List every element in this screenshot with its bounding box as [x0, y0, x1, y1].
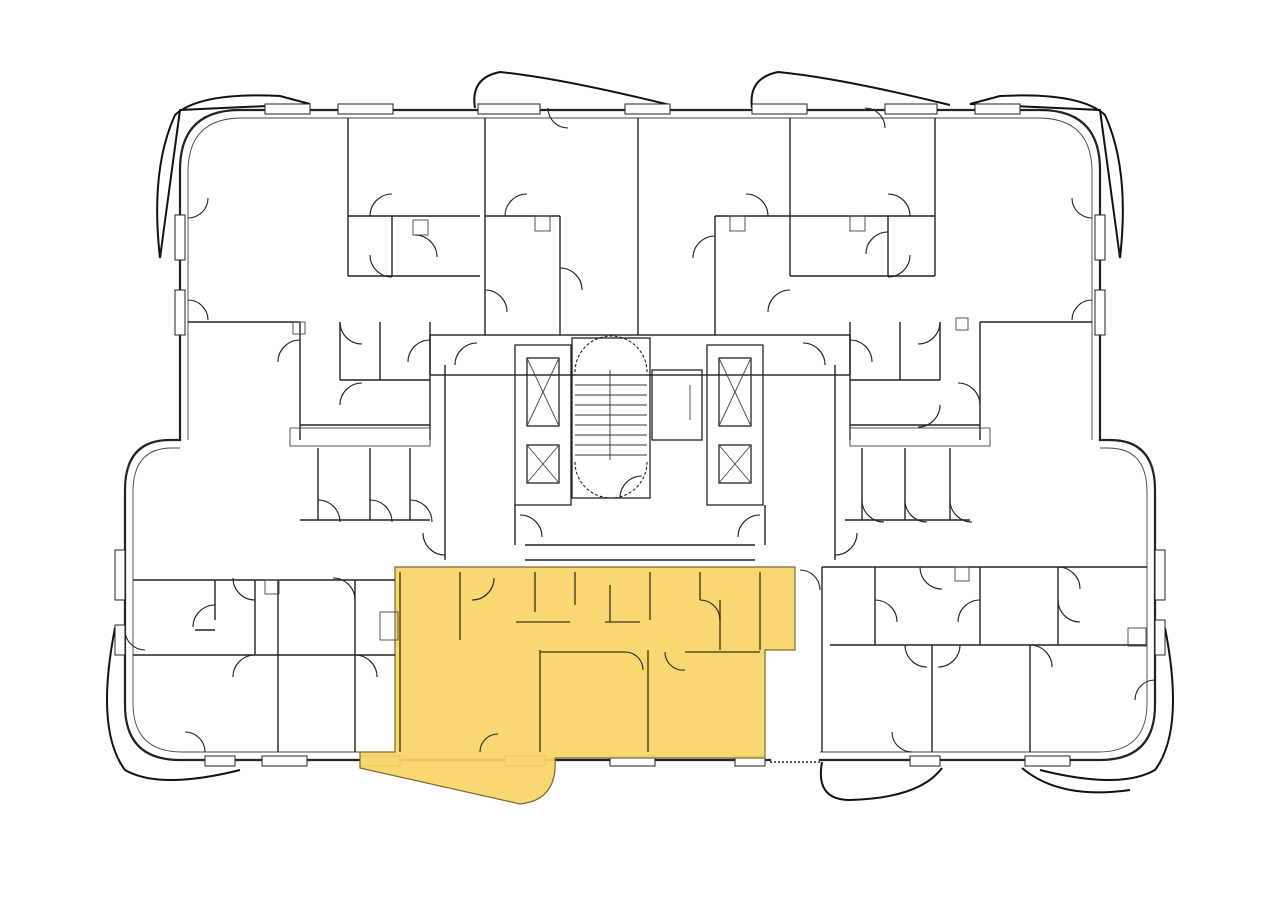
upper-partitions — [187, 107, 1093, 447]
highlighted-apartment[interactable] — [359, 566, 796, 805]
lower-left-partitions — [124, 448, 433, 753]
elevator-core — [422, 334, 858, 561]
stair-treads — [575, 370, 647, 460]
balconies — [106, 70, 1174, 802]
lower-right-partitions — [799, 448, 1156, 753]
